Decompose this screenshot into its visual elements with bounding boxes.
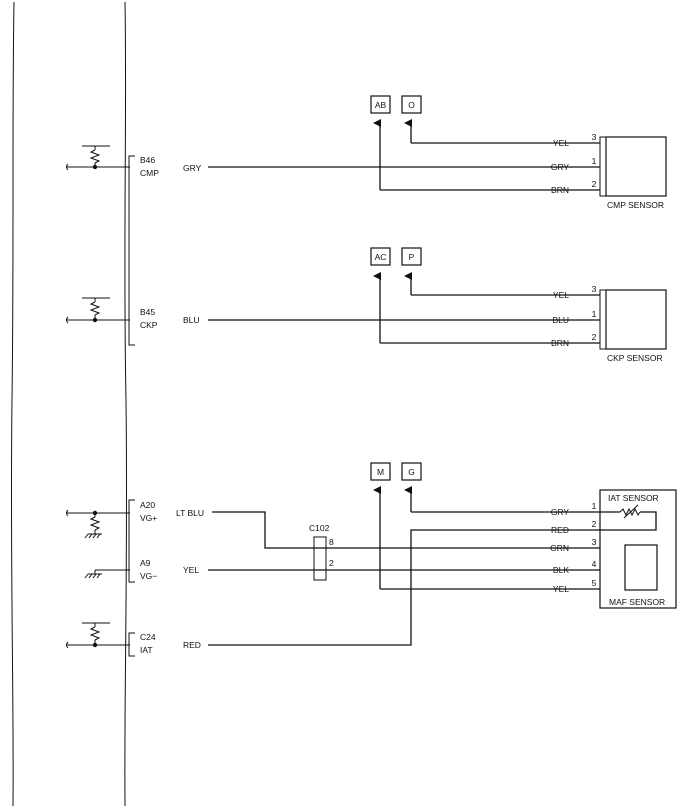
pin-id: A20	[140, 500, 155, 510]
c102-pin: 8	[329, 537, 334, 547]
pin-id: C24	[140, 632, 156, 642]
pin-number: 2	[592, 332, 597, 342]
ref-box-p	[401, 247, 422, 266]
ref-box-ac	[370, 247, 391, 266]
wire-color: RED	[551, 525, 569, 535]
cmp-sensor-label: CMP SENSOR	[607, 200, 664, 210]
ecm-pin-c24: C24 IAT RED	[140, 632, 201, 655]
wire-color: GRY	[551, 507, 570, 517]
ref-box-g	[401, 462, 422, 481]
ref-box-m	[370, 462, 391, 481]
ecm-pin-b46: B46 CMP GRY	[140, 155, 202, 178]
pin-name: IAT	[140, 645, 153, 655]
c102-pin: 2	[329, 558, 334, 568]
wire-color: YEL	[183, 565, 199, 575]
cmp-sensor-box	[605, 136, 667, 197]
pin-number: 2	[592, 179, 597, 189]
wire-color: YEL	[553, 138, 569, 148]
ground-resistor-icon	[66, 509, 130, 539]
wire-color: LT BLU	[176, 508, 204, 518]
ref-label: O	[408, 100, 415, 110]
pin-number: 3	[592, 537, 597, 547]
maf-element-box	[624, 544, 658, 591]
wire-color: GRY	[551, 162, 570, 172]
ckp-sensor-label: CKP SENSOR	[607, 353, 663, 363]
ecm-pin-a20: A20 VG+ LT BLU	[140, 500, 204, 523]
ground-icon	[84, 569, 130, 579]
iat-sensor-label: IAT SENSOR	[608, 493, 659, 503]
wire-color: BLK	[553, 565, 569, 575]
pin-number: 1	[592, 156, 597, 166]
pin-number: 2	[592, 519, 597, 529]
pin-name: CKP	[140, 320, 158, 330]
pin-name: VG+	[140, 513, 157, 523]
maf-circuit: M G C102 8 2 GRY RED GRN BLK YEL 1 2 3 4…	[208, 462, 677, 646]
ref-box-ab	[370, 95, 391, 114]
pin-number: 1	[592, 501, 597, 511]
ref-label: P	[409, 252, 415, 262]
connector-bracket-a	[128, 499, 135, 583]
maf-sensor-label: MAF SENSOR	[609, 597, 665, 607]
wire-color: BRN	[551, 338, 569, 348]
ckp-circuit: AC P YEL BLU BRN 3 1 2 CKP SENSOR	[208, 247, 667, 363]
wire-color: BLU	[183, 315, 200, 325]
pullup-resistor-icon	[66, 297, 130, 324]
connector-bracket-b	[128, 155, 135, 346]
ref-label: AC	[375, 252, 387, 262]
wire-color: YEL	[553, 584, 569, 594]
pin-name: VG−	[140, 571, 157, 581]
ecm-pin-a9: A9 VG− YEL	[140, 558, 199, 581]
pin-id: B46	[140, 155, 155, 165]
wire-color: RED	[183, 640, 201, 650]
pin-number: 1	[592, 309, 597, 319]
ref-label: M	[377, 467, 384, 477]
ref-label: G	[408, 467, 415, 477]
pullup-resistor-icon	[66, 622, 130, 649]
ecm-module	[10, 1, 128, 807]
pin-number: 4	[592, 559, 597, 569]
pin-number: 3	[592, 132, 597, 142]
pin-id: A9	[140, 558, 151, 568]
pin-name: CMP	[140, 168, 159, 178]
pin-id: B45	[140, 307, 155, 317]
ecm-pin-b45: B45 CKP BLU	[140, 307, 200, 330]
wire-color: BLU	[552, 315, 569, 325]
wire-color: YEL	[553, 290, 569, 300]
pin-number: 5	[592, 578, 597, 588]
wire-color: GRN	[550, 543, 569, 553]
ckp-sensor-box	[605, 289, 667, 350]
ref-box-o	[401, 95, 422, 114]
wire-color: BRN	[551, 185, 569, 195]
pullup-resistor-icon	[66, 145, 130, 171]
cmp-circuit: AB O YEL GRY BRN 3 1 2 CMP SENSOR	[208, 95, 667, 210]
wire-color: GRY	[183, 163, 202, 173]
c102-label: C102	[309, 523, 330, 533]
pin-number: 3	[592, 284, 597, 294]
ref-label: AB	[375, 100, 387, 110]
